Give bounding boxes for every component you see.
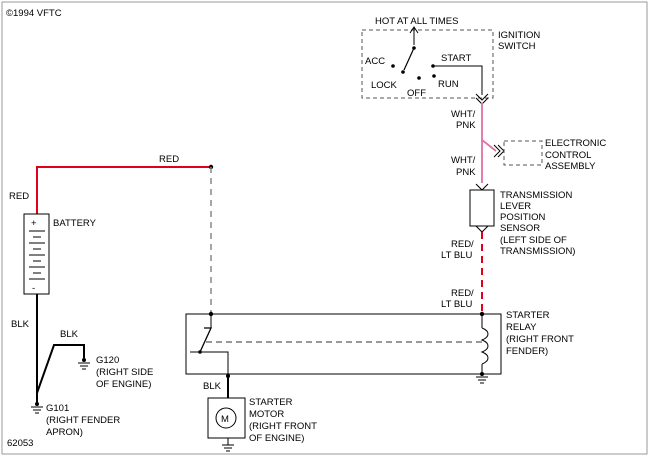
g120-desc-1: (RIGHT SIDE (96, 367, 153, 378)
wht-pnk-wire-upper (481, 103, 497, 152)
switch-arm (403, 47, 415, 71)
blk-g120-label: BLK (60, 329, 79, 340)
motor-symbol: M (221, 414, 229, 425)
tlps-box (469, 189, 495, 227)
copyright-text: ©1994 VFTC (6, 8, 62, 19)
battery-cells (29, 230, 45, 280)
relay-switch-arm (199, 327, 213, 353)
start-output-line (433, 65, 483, 95)
red-battery-wire (36, 166, 211, 214)
eca-label-3: ASSEMBLY (545, 161, 596, 172)
red-ltblu-label-1b: LT BLU (441, 250, 472, 261)
starter-relay-label-4: FENDER) (506, 346, 548, 357)
ignition-switch: HOT AT ALL TIMES ACC START LOCK RUN OFF … (361, 16, 540, 105)
lock-contact (401, 70, 405, 74)
ground-g101: G101 (RIGHT FENDER APRON) (31, 393, 120, 438)
g101-desc-2: APRON) (46, 427, 83, 438)
g120-label: G120 (96, 355, 119, 366)
battery-plus: + (31, 218, 37, 229)
red-ltblu-label-1a: RED/ (451, 239, 474, 250)
starter-motor-label-1: STARTER (249, 397, 293, 408)
eca-label-2: CONTROL (545, 150, 591, 161)
g120-desc-2: OF ENGINE) (96, 379, 151, 390)
g101-label: G101 (46, 403, 69, 414)
run-contact (432, 74, 436, 78)
lock-label: LOCK (371, 80, 398, 91)
starter-relay-label-2: RELAY (506, 322, 537, 333)
tlps-connector-icon (475, 183, 489, 191)
relay-contact-lower (190, 351, 229, 374)
red-ltblu-circuit: RED/ LT BLU RED/ LT BLU (441, 232, 485, 317)
starter-motor: BLK M STARTER MOTOR (RIGHT FRONT OF ENGI… (203, 374, 317, 452)
starter-relay-label-3: (RIGHT FRONT (506, 334, 574, 345)
g101-desc-1: (RIGHT FENDER (46, 415, 120, 426)
battery-minus: - (32, 283, 35, 294)
starter-motor-label-2: MOTOR (249, 409, 284, 420)
eca-box (503, 140, 543, 166)
hot-feed-arrow-icon (409, 26, 419, 34)
red-ltblu-label-2a: RED/ (451, 288, 474, 299)
wht-pnk-lower-label-1: WHT/ (451, 155, 476, 166)
hot-at-all-times-label: HOT AT ALL TIMES (375, 16, 458, 27)
transmission-lever-position-sensor: TRANSMISSION LEVER POSITION SENSOR (LEFT… (469, 183, 575, 257)
tlps-label-3: POSITION (500, 212, 546, 223)
relay-coil-icon (480, 327, 489, 365)
run-label: RUN (438, 79, 459, 90)
ground-g120: G120 (RIGHT SIDE OF ENGINE) (78, 355, 153, 390)
blk-motor-label: BLK (203, 381, 222, 392)
ignition-switch-name-1: IGNITION (498, 30, 540, 41)
g120-node (82, 358, 86, 362)
wht-pnk-lower-label-2: PNK (456, 167, 476, 178)
red-ltblu-label-2b: LT BLU (441, 299, 472, 310)
off-label: OFF (407, 88, 426, 99)
relay-coil-ground-node (480, 372, 484, 376)
red-battery-label: RED (9, 191, 29, 202)
ignition-switch-box (361, 29, 494, 99)
wht-pnk-upper-label-2: PNK (456, 120, 476, 131)
starter-relay-label-1: STARTER (506, 310, 550, 321)
eca-connector-icon-2 (497, 144, 505, 158)
starter-relay: STARTER RELAY (RIGHT FRONT FENDER) (185, 310, 574, 384)
tlps-connector-icon-2 (475, 225, 489, 233)
red-top-label: RED (159, 154, 179, 165)
blk-battery-label: BLK (11, 319, 30, 330)
acc-label: ACC (365, 56, 385, 67)
off-contact (417, 76, 421, 80)
figure-id: 62053 (7, 438, 33, 449)
start-label: START (441, 53, 471, 64)
battery-label: BATTERY (53, 218, 97, 229)
eca-label-1: ELECTRONIC (545, 138, 606, 149)
switch-connector-icon (475, 93, 489, 101)
battery-circuit: RED RED + - BATTERY BLK BLK (9, 154, 214, 394)
eca-connector-icon (493, 144, 501, 158)
starter-motor-label-4: OF ENGINE) (249, 433, 304, 444)
motor-icon (215, 407, 237, 429)
electronic-control-assembly: ELECTRONIC CONTROL ASSEMBLY (503, 138, 606, 172)
starter-relay-box (185, 313, 502, 375)
tlps-label-1: TRANSMISSION (500, 190, 572, 201)
acc-contact (391, 64, 395, 68)
tlps-label-5: (LEFT SIDE OF (500, 235, 567, 246)
motor-feed-node (226, 374, 230, 378)
tlps-label-2: LEVER (500, 201, 531, 212)
wht-pnk-upper-label-1: WHT/ (451, 109, 476, 120)
tlps-label-4: SENSOR (500, 223, 540, 234)
tlps-label-6: TRANSMISSION) (500, 246, 575, 257)
starter-motor-label-3: (RIGHT FRONT (249, 421, 317, 432)
wht-pnk-circuit: WHT/ PNK WHT/ PNK (451, 103, 505, 183)
blk-g120-wire (36, 344, 85, 394)
ignition-switch-name-2: SWITCH (498, 41, 536, 52)
